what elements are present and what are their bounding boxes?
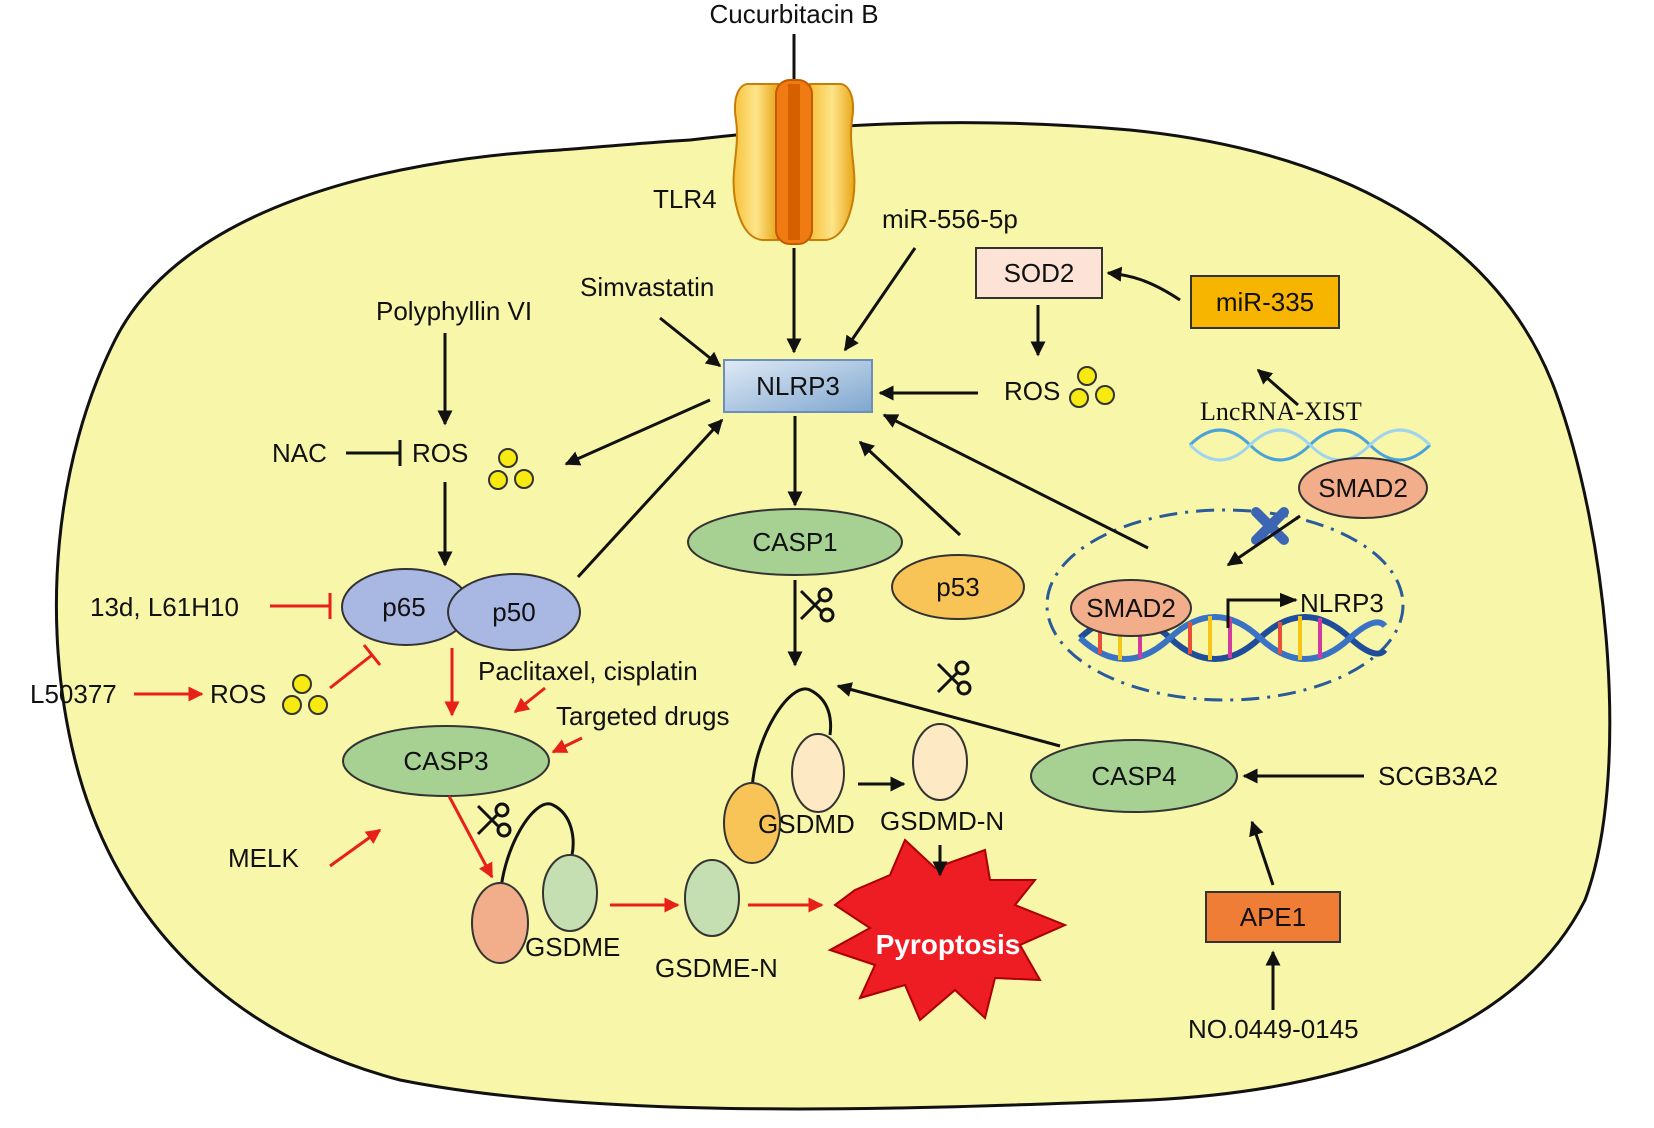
p50-label: p50 bbox=[492, 597, 535, 627]
gsdme-label: GSDME bbox=[525, 932, 620, 962]
p53-label: p53 bbox=[936, 572, 979, 602]
ros-left-dots-icon bbox=[488, 448, 534, 490]
transcription-arrow-icon bbox=[1226, 592, 1298, 628]
gsdme-n-label: GSDME-N bbox=[655, 953, 778, 983]
ros-right-label: ROS bbox=[1004, 376, 1060, 406]
rna-helix-icon bbox=[1188, 428, 1432, 462]
ros-right-dots-icon bbox=[1069, 366, 1115, 408]
ros-bottom-label: ROS bbox=[210, 679, 266, 709]
gsdme-protein-icon bbox=[471, 802, 598, 964]
casp1-ellipse bbox=[687, 508, 903, 576]
melk-label: MELK bbox=[228, 843, 299, 873]
casp3-ellipse bbox=[342, 725, 550, 797]
tlr4-label: TLR4 bbox=[653, 184, 717, 214]
ape1-label: APE1 bbox=[1240, 902, 1307, 932]
no0449-label: NO.0449-0145 bbox=[1188, 1014, 1359, 1044]
inhibitor-13d-label: 13d, L61H10 bbox=[90, 592, 239, 622]
smad2-inner-label: SMAD2 bbox=[1086, 593, 1176, 623]
scgb3a2-label: SCGB3A2 bbox=[1378, 761, 1498, 791]
sod2-box bbox=[975, 247, 1103, 299]
gsdmd-protein-icon bbox=[723, 687, 845, 864]
activation-arrows bbox=[437, 247, 1364, 1010]
gsdmd-label: GSDMD bbox=[758, 809, 855, 839]
smad2-outer-ellipse bbox=[1298, 457, 1428, 519]
blocked-cross-icon bbox=[1251, 507, 1289, 545]
nac-inhibition bbox=[346, 440, 402, 466]
red-activation-arrows bbox=[134, 648, 824, 913]
gsdmd-n-ellipse bbox=[912, 723, 968, 801]
ros-bottom-dots-icon bbox=[282, 674, 328, 715]
p50-ellipse bbox=[447, 573, 581, 651]
lncrna-label: LncRNA-XIST bbox=[1200, 397, 1362, 426]
simvastatin-label: Simvastatin bbox=[580, 272, 714, 302]
mir335-box bbox=[1190, 275, 1340, 329]
tlr4-receptor-icon bbox=[732, 34, 856, 245]
l50377-label: L50377 bbox=[30, 679, 117, 709]
casp4-ellipse bbox=[1030, 739, 1238, 813]
nucleus-boundary bbox=[1045, 508, 1405, 702]
nlrp3-gene-label: NLRP3 bbox=[1300, 588, 1384, 618]
targeted-label: Targeted drugs bbox=[556, 701, 729, 731]
ape1-box bbox=[1205, 891, 1341, 943]
smad2-outer-label: SMAD2 bbox=[1318, 473, 1408, 503]
sod2-label: SOD2 bbox=[1004, 258, 1075, 288]
casp1-label: CASP1 bbox=[752, 527, 837, 557]
smad2-inner-ellipse bbox=[1070, 579, 1192, 637]
nlrp3-box bbox=[723, 359, 873, 413]
pyroptosis-burst-icon bbox=[827, 838, 1068, 1022]
pyroptosis-label: Pyroptosis bbox=[876, 929, 1021, 960]
casp4-label: CASP4 bbox=[1091, 761, 1176, 791]
casp3-label: CASP3 bbox=[403, 746, 488, 776]
mir556-label: miR-556-5p bbox=[882, 204, 1018, 234]
p65-label: p65 bbox=[382, 592, 425, 622]
paclitaxel-label: Paclitaxel, cisplatin bbox=[478, 656, 698, 686]
mir335-label: miR-335 bbox=[1216, 287, 1314, 317]
scissors-icon bbox=[476, 587, 972, 838]
nlrp3-label: NLRP3 bbox=[756, 371, 840, 401]
p53-ellipse bbox=[891, 554, 1025, 620]
nac-label: NAC bbox=[272, 438, 327, 468]
gsdme-n-ellipse bbox=[684, 859, 740, 937]
ros-left-label: ROS bbox=[412, 438, 468, 468]
polyphyllin-label: Polyphyllin VI bbox=[376, 296, 532, 326]
gsdmd-n-label: GSDMD-N bbox=[880, 806, 1004, 836]
cucurbitacin-label: Cucurbitacin B bbox=[709, 0, 878, 29]
red-inhibition bbox=[270, 593, 382, 690]
